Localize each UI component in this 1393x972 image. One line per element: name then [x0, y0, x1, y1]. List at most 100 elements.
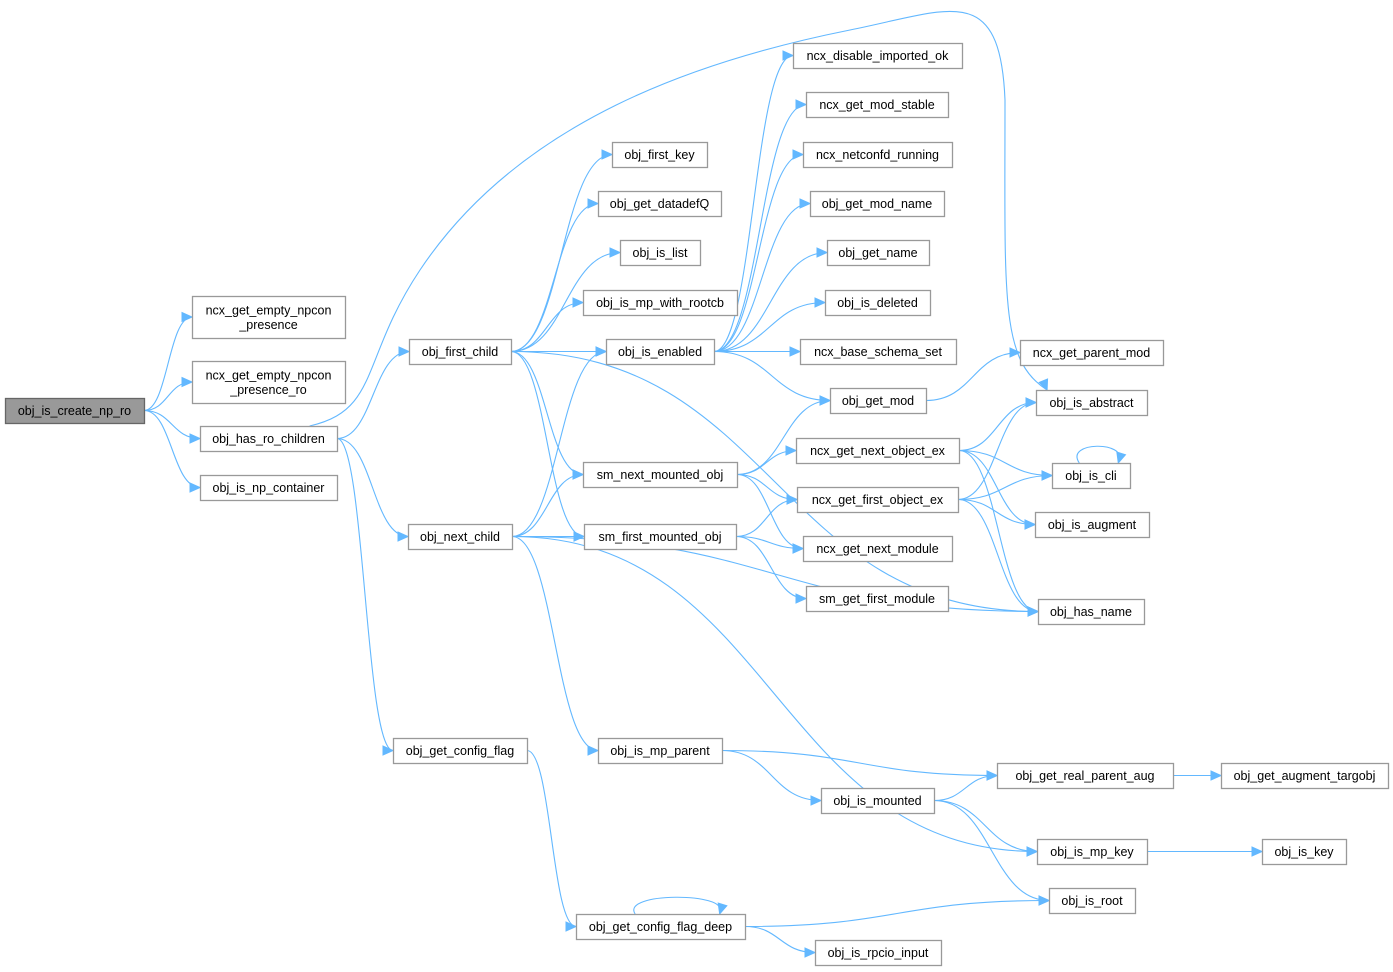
edge-obj_is_enabled-to-ncx_get_mod_stable — [713, 103, 807, 353]
node-obj-is-np-container[interactable]: obj_is_np_container — [199, 474, 339, 502]
node-obj-is-enabled[interactable]: obj_is_enabled — [605, 338, 716, 366]
node-ncx-get-empty-npcon-presence[interactable]: ncx_get_empty_npcon_presence — [191, 295, 347, 340]
node-ncx-netconfd-running[interactable]: ncx_netconfd_running — [802, 141, 954, 169]
node-obj-has-ro-children[interactable]: obj_has_ro_children — [199, 425, 339, 453]
edge-obj_is_enabled-to-obj_is_deleted — [713, 301, 826, 353]
node-obj-get-mod[interactable]: obj_get_mod — [829, 387, 928, 415]
node-box — [407, 523, 514, 551]
node-obj-get-config-flag-deep[interactable]: obj_get_config_flag_deep — [575, 913, 747, 941]
node-box — [611, 141, 709, 169]
edge-obj_first_child-to-obj_is_mp_with_rootcb — [510, 301, 584, 353]
node-obj-is-augment[interactable]: obj_is_augment — [1034, 511, 1151, 539]
nodes: obj_is_create_np_ro ncx_get_empty_npcon_p… — [4, 42, 1390, 967]
node-sm-next-mounted-obj[interactable]: sm_next_mounted_obj — [582, 461, 739, 489]
node-obj-is-root[interactable]: obj_is_root — [1048, 887, 1137, 915]
node-obj-get-mod-name[interactable]: obj_get_mod_name — [809, 190, 946, 218]
edge-obj_has_ro_children-to-obj_get_config_flag-arrowhead — [382, 745, 395, 756]
node-ncx-get-next-object-ex[interactable]: ncx_get_next_object_ex — [795, 437, 961, 465]
node-obj-is-mp-key[interactable]: obj_is_mp_key — [1036, 838, 1149, 866]
node-label: obj_is_create_np_ro — [18, 404, 131, 418]
edge-ncx_get_first_object_ex-to-obj_has_name — [957, 498, 1039, 613]
node-obj-is-mounted[interactable]: obj_is_mounted — [820, 787, 936, 815]
edge-obj_is_mounted-to-obj_get_real_parent_aug-arrowhead — [986, 770, 999, 781]
node-ncx-base-schema-set[interactable]: ncx_base_schema_set — [799, 338, 958, 366]
node-label: obj_is_key — [1274, 845, 1334, 859]
edge-sm_first_mounted_obj-to-sm_get_first_module-arrowhead — [795, 593, 808, 604]
node-obj-is-list[interactable]: obj_is_list — [619, 239, 702, 267]
edge-obj_next_child-to-sm_first_mounted_obj-arrowhead — [573, 531, 586, 542]
node-label: obj_is_mounted — [833, 794, 921, 808]
edge-obj_next_child-to-sm_next_mounted_obj-arrowhead — [572, 469, 585, 480]
node-box — [191, 295, 347, 340]
edge-ncx_get_next_object_ex-to-obj_has_name — [958, 449, 1039, 613]
node-label: obj_is_mp_with_rootcb — [596, 296, 724, 310]
node-sm-first-mounted-obj[interactable]: sm_first_mounted_obj — [583, 523, 738, 551]
node-label: ncx_get_next_module — [816, 542, 938, 556]
node-box — [582, 289, 739, 317]
node-obj-is-deleted[interactable]: obj_is_deleted — [824, 289, 932, 317]
edge-obj_is_enabled-to-obj_get_name-arrowhead — [816, 247, 829, 258]
node-label: obj_has_ro_children — [212, 432, 325, 446]
node-ncx-get-empty-npcon-presence-ro[interactable]: ncx_get_empty_npcon_presence_ro — [191, 360, 347, 405]
edge-obj_next_child-to-obj_is_mp_parent — [511, 535, 599, 752]
edge-obj_is_enabled-to-ncx_disable_imported_ok — [713, 54, 794, 353]
node-obj-next-child[interactable]: obj_next_child — [407, 523, 514, 551]
node-box — [809, 190, 946, 218]
node-obj-first-child[interactable]: obj_first_child — [408, 338, 513, 366]
edge-ncx_get_first_object_ex-to-obj_is_cli — [957, 474, 1053, 501]
node-ncx-get-mod-stable[interactable]: ncx_get_mod_stable — [805, 91, 950, 119]
node-label: ncx_get_empty_npcon — [206, 368, 332, 382]
node-box — [619, 239, 702, 267]
node-obj-has-name[interactable]: obj_has_name — [1037, 598, 1146, 626]
edge-obj_first_child-to-obj_is_list-arrowhead — [609, 247, 622, 258]
node-label: obj_has_name — [1050, 605, 1132, 619]
node-box — [1036, 838, 1149, 866]
node-obj-first-key[interactable]: obj_first_key — [611, 141, 709, 169]
node-box — [583, 523, 738, 551]
node-obj-is-create-np-ro[interactable]: obj_is_create_np_ro — [4, 397, 146, 425]
node-ncx-get-first-object-ex[interactable]: ncx_get_first_object_ex — [796, 486, 960, 514]
edge-ncx_get_first_object_ex-to-obj_is_abstract — [957, 401, 1037, 501]
edge-obj_is_cli-to-obj_is_cli — [1076, 445, 1120, 464]
node-label: sm_next_mounted_obj — [597, 468, 723, 482]
node-obj-get-datadefQ[interactable]: obj_get_datadefQ — [597, 190, 723, 218]
edge-obj_is_mp_parent-to-obj_is_mounted — [721, 749, 822, 802]
edge-obj_is_cli-to-obj_is_cli-arrowhead — [1116, 451, 1127, 465]
node-label: ncx_get_next_object_ex — [810, 444, 946, 458]
node-box — [1048, 887, 1137, 915]
node-obj-is-cli[interactable]: obj_is_cli — [1051, 462, 1132, 490]
edge-obj_has_ro_children-to-obj_first_child — [336, 350, 410, 440]
node-obj-is-mp-with-rootcb[interactable]: obj_is_mp_with_rootcb — [582, 289, 739, 317]
node-box — [826, 239, 931, 267]
node-obj-get-config-flag[interactable]: obj_get_config_flag — [392, 737, 529, 765]
node-obj-is-key[interactable]: obj_is_key — [1261, 838, 1348, 866]
node-obj-is-abstract[interactable]: obj_is_abstract — [1035, 389, 1149, 417]
node-ncx-get-next-module[interactable]: ncx_get_next_module — [802, 535, 954, 563]
edge-obj_is_enabled-to-obj_get_mod — [713, 350, 831, 402]
edge-ncx_get_first_object_ex-to-obj_is_augment-arrowhead — [1024, 519, 1037, 530]
edge-obj_has_ro_children-to-obj_next_child-arrowhead — [397, 531, 410, 542]
node-obj-get-real-parent-aug[interactable]: obj_get_real_parent_aug — [996, 762, 1175, 790]
edge-sm_first_mounted_obj-to-ncx_get_next_module-arrowhead — [792, 543, 805, 554]
edge-obj_is_mounted-to-obj_is_mp_key — [933, 799, 1038, 853]
node-sm-get-first-module[interactable]: sm_get_first_module — [805, 585, 950, 613]
node-box — [802, 141, 954, 169]
edge-obj_get_real_parent_aug-to-obj_get_augment_targobj-arrowhead — [1210, 770, 1223, 781]
node-ncx-get-parent-mod[interactable]: ncx_get_parent_mod — [1019, 339, 1165, 367]
node-obj-get-name[interactable]: obj_get_name — [826, 239, 931, 267]
node-label: obj_first_child — [422, 345, 498, 359]
node-box — [597, 737, 724, 765]
node-box — [1220, 762, 1390, 790]
edge-obj_is_enabled-to-ncx_base_schema_set-arrowhead — [789, 346, 802, 357]
edge-obj_is_enabled-to-ncx_netconfd_running-arrowhead — [792, 149, 805, 160]
node-obj-get-augment-targobj[interactable]: obj_get_augment_targobj — [1220, 762, 1390, 790]
node-obj-is-rpcio-input[interactable]: obj_is_rpcio_input — [814, 939, 943, 967]
node-obj-is-mp-parent[interactable]: obj_is_mp_parent — [597, 737, 724, 765]
node-label: obj_get_config_flag — [406, 744, 514, 758]
node-ncx-disable-imported-ok[interactable]: ncx_disable_imported_ok — [792, 42, 964, 70]
node-box — [805, 585, 950, 613]
edge-obj_get_config_flag-to-obj_get_config_flag_deep-arrowhead — [565, 921, 578, 932]
edge-obj_next_child-to-sm_next_mounted_obj — [511, 473, 584, 538]
edge-obj_get_config_flag_deep-to-obj_is_root — [744, 899, 1050, 928]
